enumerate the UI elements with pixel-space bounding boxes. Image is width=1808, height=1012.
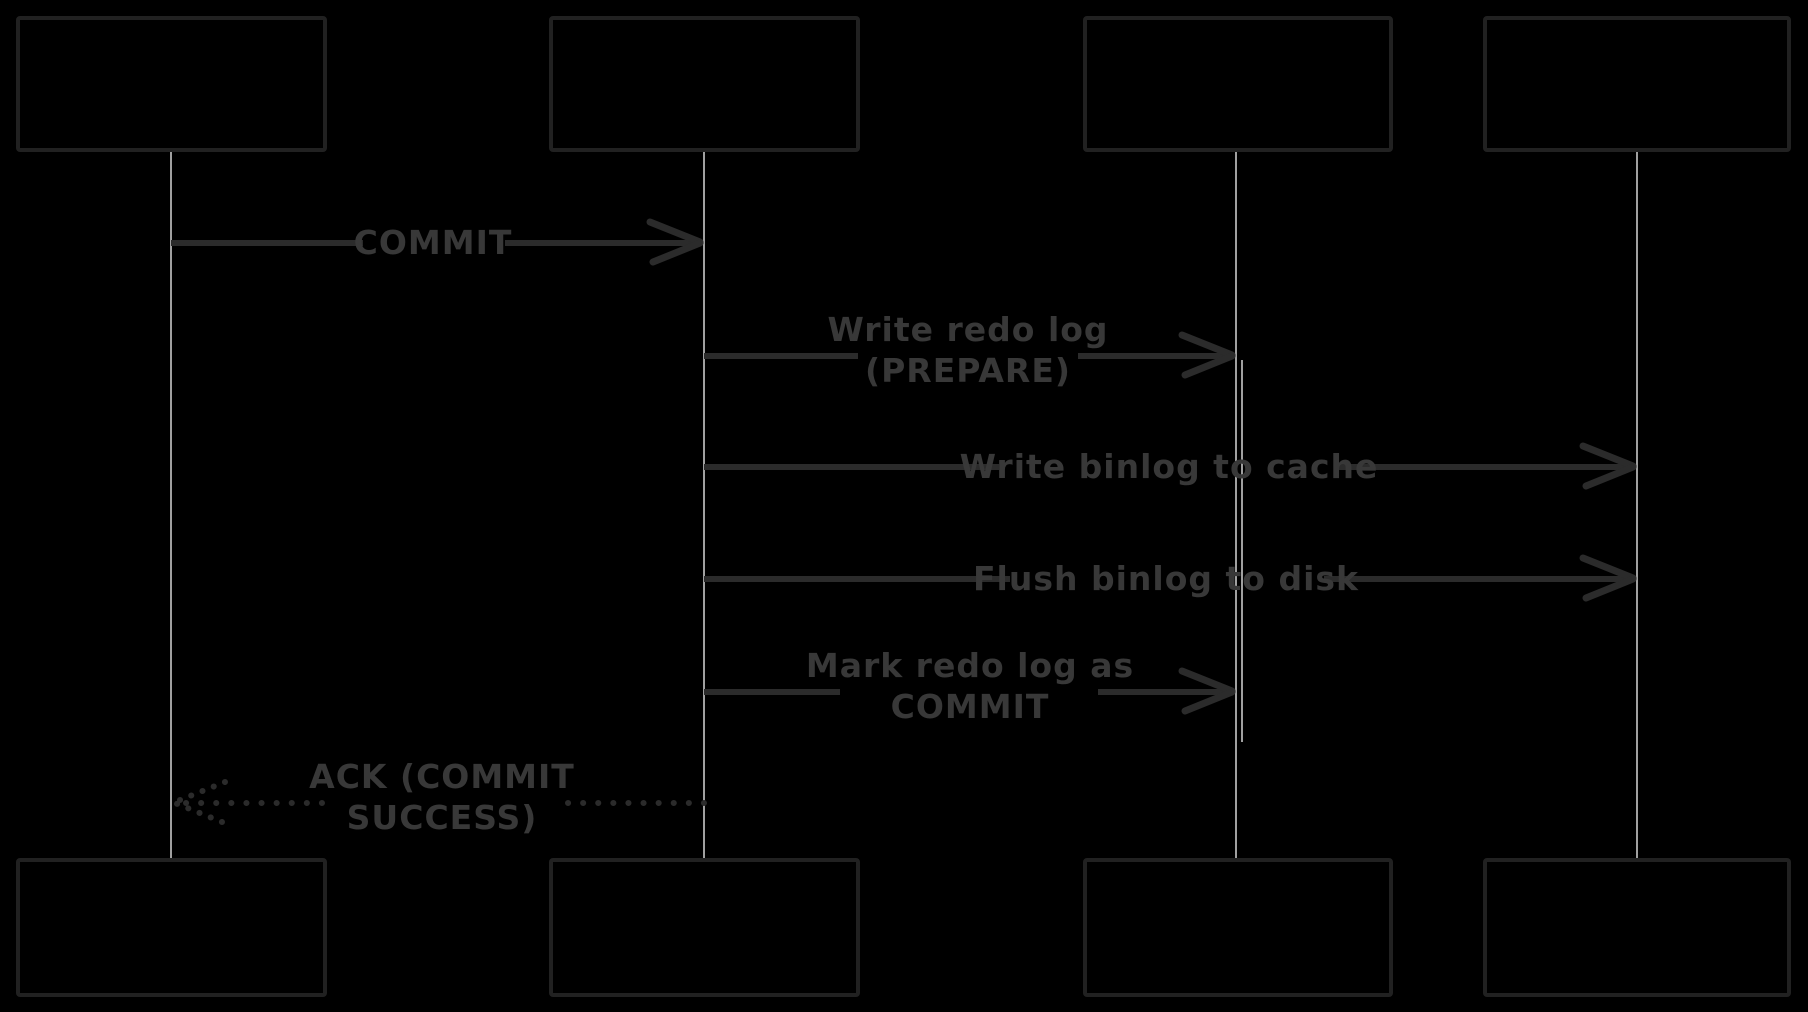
msg-write-redo-log-prepare-label-line-2: (PREPARE) xyxy=(865,351,1071,390)
msg-write-redo-log-prepare-label-line-1: Write redo log xyxy=(827,310,1108,349)
msg-mark-redo-log-as-commit-arrowhead-upper xyxy=(1178,667,1236,695)
msg-commit-label-line-1: COMMIT xyxy=(354,223,513,262)
msg-write-redo-log-prepare-arrowhead-lower xyxy=(1181,352,1236,379)
msg-flush-binlog-to-disk-arrowhead-lower xyxy=(1582,575,1637,602)
msg-flush-binlog-to-disk-label-line-1: Flush binlog to disk xyxy=(973,559,1359,598)
msg-mark-redo-log-as-commit-label-line-2: COMMIT xyxy=(891,687,1050,726)
msg-write-binlog-to-cache-arrowhead-upper xyxy=(1579,442,1637,470)
participant-4-bottom-box xyxy=(1483,858,1791,997)
participant-4-top-box xyxy=(1483,16,1791,152)
msg-write-binlog-to-cache-label-line-1: Write binlog to cache xyxy=(960,447,1379,486)
participant-2-bottom-box xyxy=(549,858,860,997)
msg-ack-commit-success-label-line-2: SUCCESS) xyxy=(347,798,538,837)
msg-write-binlog-to-cache-arrowhead-lower xyxy=(1582,463,1637,490)
msg-mark-redo-log-as-commit-arrowhead-lower xyxy=(1181,688,1236,715)
participant-3-top-box xyxy=(1083,16,1393,152)
msg-commit-arrowhead-upper xyxy=(646,218,704,246)
participant-2-top-box xyxy=(549,16,860,152)
msg-ack-commit-success-arrowhead-lower xyxy=(172,800,225,825)
participant-3-bottom-box xyxy=(1083,858,1393,997)
msg-ack-commit-success-label-line-1: ACK (COMMIT xyxy=(309,757,575,796)
msg-flush-binlog-to-disk-arrowhead-upper xyxy=(1579,554,1637,582)
msg-ack-commit-success-arrowhead-upper xyxy=(172,779,228,805)
msg-mark-redo-log-as-commit-label-line-1: Mark redo log as xyxy=(806,646,1134,685)
participant-1-bottom-box xyxy=(16,858,327,997)
msg-commit-arrowhead-lower xyxy=(649,239,704,266)
participant-1-top-box xyxy=(16,16,327,152)
msg-write-redo-log-prepare-arrowhead-upper xyxy=(1178,331,1236,359)
